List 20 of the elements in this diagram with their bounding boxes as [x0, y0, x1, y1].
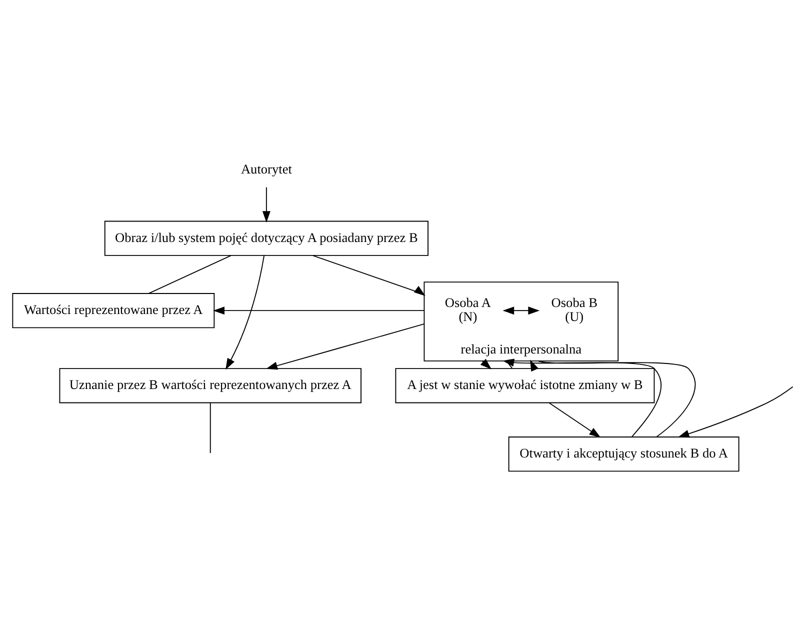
arrow: [502, 306, 540, 314]
arrow: [548, 402, 601, 438]
arrow: [678, 386, 794, 438]
node-box: Obraz i/lub system pojęć dotyczący A posiadany przez B: [104, 220, 428, 256]
arrow: [262, 186, 270, 222]
arrow: [312, 254, 426, 296]
arrow: [226, 254, 265, 370]
arrow: [530, 359, 538, 372]
node-text: Osoba B (U): [551, 294, 598, 324]
connector: [148, 254, 232, 294]
node-box: Otwarty i akceptujący stosunek B do A: [508, 436, 740, 472]
arrow: [266, 322, 425, 370]
connector: [210, 402, 211, 454]
arrow: [502, 358, 662, 437]
node-text: Autorytet: [240, 160, 292, 176]
node-text: Osoba A (N): [444, 294, 492, 324]
arrow: [213, 306, 425, 314]
node-box: Uznanie przez B wartości reprezentowanych przez A: [59, 368, 362, 403]
node-box: Wartości reprezentowane przez A: [12, 292, 215, 328]
connector: [538, 360, 696, 437]
